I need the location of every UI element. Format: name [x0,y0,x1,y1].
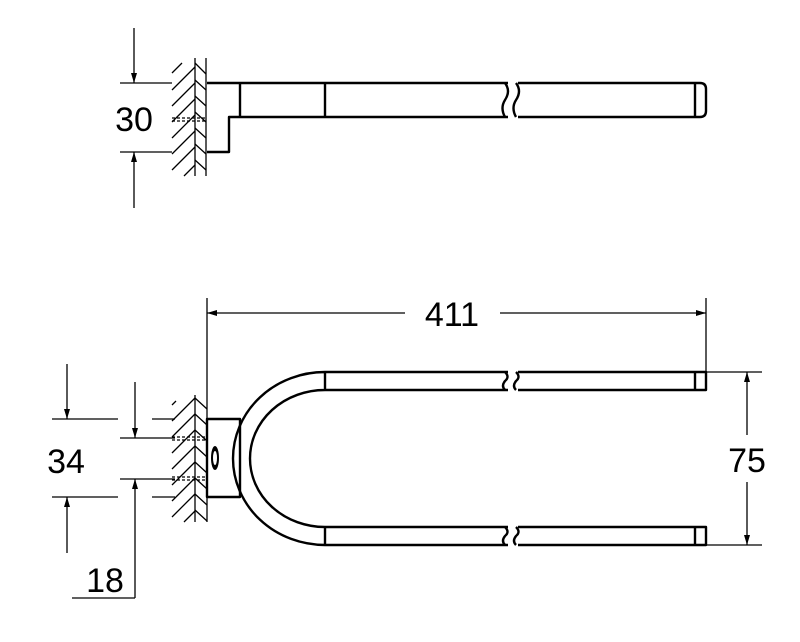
dimension-label-75: 75 [728,442,766,480]
dimension-34: 34 [47,364,175,553]
dimension-75: 75 [706,371,766,546]
u-bar-outline [231,370,708,547]
side-bar-outline [207,81,708,154]
wall-hatching [171,58,207,177]
dimension-label-34: 34 [47,443,85,481]
dimension-label-411: 411 [425,296,479,334]
break-mark [501,371,520,546]
side-view: 30 [115,28,708,208]
grohe-logo [211,446,219,470]
wall-hatching [171,395,208,523]
dimension-label-30: 30 [115,101,153,139]
dimension-18: 18 [72,382,175,600]
top-view: 411 34 18 [47,296,766,600]
dimension-411: 411 [206,296,707,395]
break-mark [501,82,521,118]
dimension-30: 30 [115,28,172,208]
wall-plate [205,417,242,499]
dimension-label-18: 18 [86,562,124,600]
